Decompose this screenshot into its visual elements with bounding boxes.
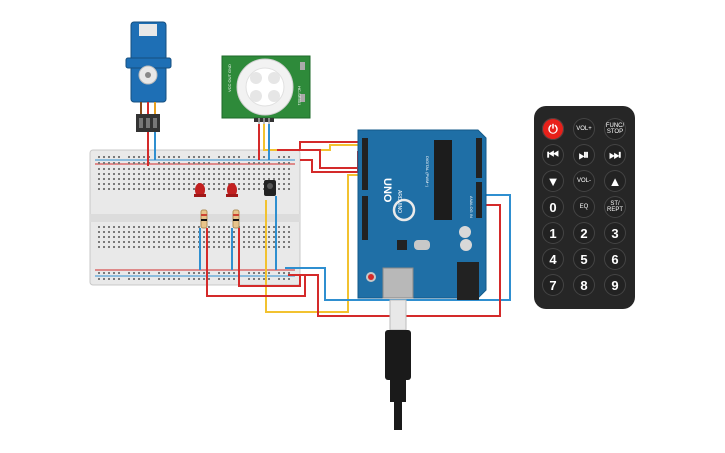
breadboard	[89, 149, 301, 286]
remote-button-7[interactable]: VOL-	[573, 170, 595, 192]
pir-pin-label: VCC OUT GND	[227, 64, 232, 92]
usb-cable	[385, 299, 411, 430]
led-red-1	[194, 183, 206, 197]
remote-button-8[interactable]: ▲	[604, 170, 626, 192]
wires	[147, 124, 511, 317]
remote-button-17[interactable]: 6	[604, 248, 626, 270]
remote-button-6[interactable]: ▼	[542, 170, 564, 192]
servo-motor	[125, 21, 172, 132]
remote-button-19[interactable]: 8	[573, 274, 595, 296]
remote-button-12[interactable]: 1	[542, 222, 564, 244]
remote-button-9[interactable]: 0	[542, 196, 564, 218]
remote-button-14[interactable]: 3	[604, 222, 626, 244]
remote-button-11[interactable]: ST/ REPT	[604, 196, 626, 218]
arduino-brand-text: ARDUINO	[396, 190, 402, 213]
remote-button-1[interactable]: VOL+	[573, 118, 595, 140]
analog-pins-label: ANALOG IN	[469, 196, 474, 218]
remote-button-16[interactable]: 5	[573, 248, 595, 270]
remote-button-10[interactable]: EQ	[573, 196, 595, 218]
remote-button-13[interactable]: 2	[573, 222, 595, 244]
remote-button-15[interactable]: 4	[542, 248, 564, 270]
remote-button-20[interactable]: 9	[604, 274, 626, 296]
remote-button-18[interactable]: 7	[542, 274, 564, 296]
remote-button-3[interactable]: ⏮	[542, 144, 564, 166]
pir-model-label: HC-SR501	[297, 86, 302, 106]
digital-pins-label: DIGITAL (PWM~)	[425, 156, 430, 188]
resistor-1	[200, 209, 208, 229]
arduino-logo-text: UNO	[381, 178, 393, 203]
remote-button-0[interactable]: ⏻	[542, 118, 564, 140]
resistor-2	[232, 209, 240, 229]
arduino-uno: UNO ARDUINO DIGITAL (PWM~) ANALOG IN	[357, 129, 487, 300]
remote-button-4[interactable]: ⏯	[573, 144, 595, 166]
remote-button-5[interactable]: ⏭	[604, 144, 626, 166]
led-red-2	[226, 183, 238, 197]
ir-receiver	[264, 180, 276, 196]
pir-sensor: VCC OUT GND HC-SR501	[221, 55, 311, 124]
remote-button-2[interactable]: FUNC/ STOP	[604, 118, 626, 140]
